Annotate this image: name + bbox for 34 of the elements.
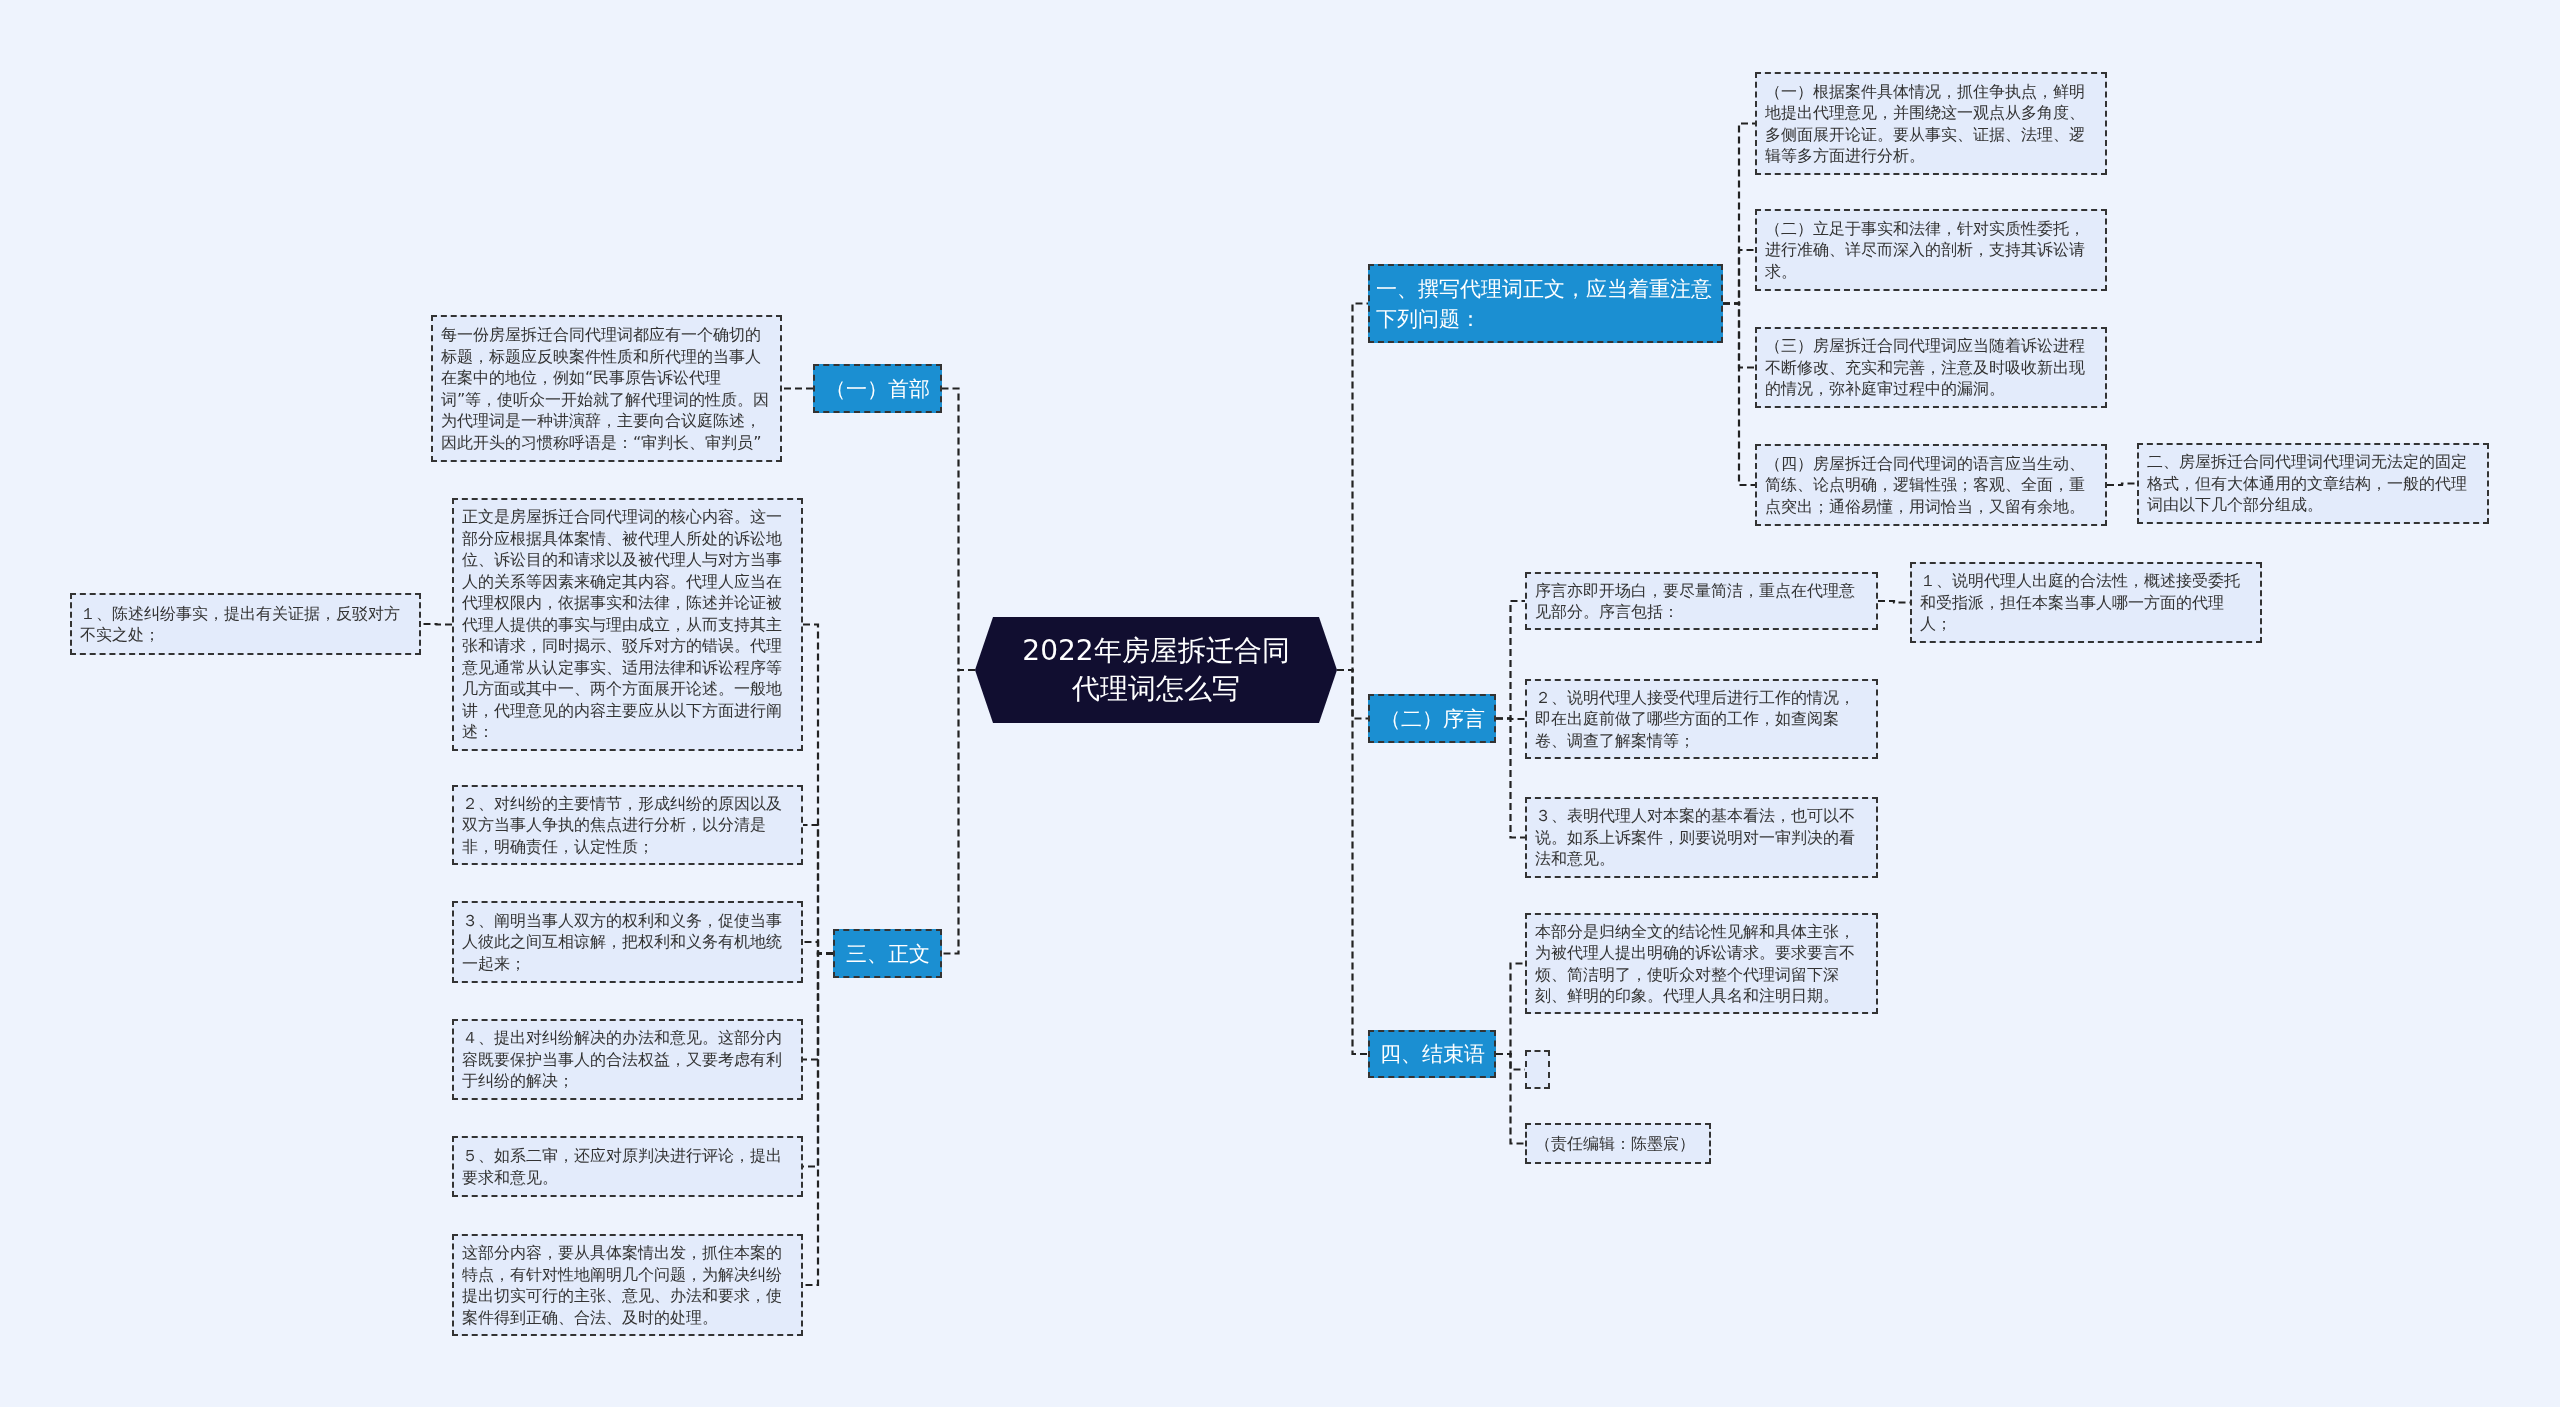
text-box: 这部分内容，要从具体案情出发，抓住本案的特点，有针对性地阐明几个问题，为解决纠纷提出切实可行的主张、意见、办法和要求，使案件得到正确、合法、及时的处理。 [452, 1234, 803, 1336]
text-box: 序言亦即开场白，要尽量简洁，重点在代理意见部分。序言包括： [1525, 572, 1878, 630]
text-box: （四）房屋拆迁合同代理词的语言应当生动、简练、论点明确，逻辑性强；客观、全面，重点突出；通俗易懂，用词恰当，又留有余地。 [1755, 444, 2107, 526]
text-box: ３、表明代理人对本案的基本看法，也可以不说。如系上诉案件，则要说明对一审判决的看法和意见。 [1525, 797, 1878, 878]
text-box: ３、阐明当事人双方的权利和义务，促使当事人彼此之间互相谅解，把权利和义务有机地统一起来； [452, 901, 803, 983]
text-box: ４、提出对纠纷解决的办法和意见。这部分内容既要保护当事人的合法权益，又要考虑有利于纠纷的解决； [452, 1019, 803, 1100]
text-box: 本部分是归纳全文的结论性见解和具体主张，为被代理人提出明确的诉讼请求。要求要言不烦、简洁明了，使听众对整个代理词留下深刻、鲜明的印象。代理人具名和注明日期。 [1525, 913, 1878, 1014]
branch-box: 三、正文 [833, 929, 942, 978]
text-box: ２、对纠纷的主要情节，形成纠纷的原因以及双方当事人争执的焦点进行分析，以分清是非，明确责任，认定性质； [452, 785, 803, 865]
text-box: （二）立足于事实和法律，针对实质性委托，进行准确、详尽而深入的剖析，支持其诉讼请求。 [1755, 209, 2107, 291]
text-box: ５、如系二审，还应对原判决进行评论，提出要求和意见。 [452, 1136, 803, 1197]
branch-box: （二）序言 [1368, 694, 1496, 743]
connector-line [1723, 302, 1755, 487]
connector-line [1337, 668, 1368, 1056]
text-box: １、说明代理人出庭的合法性，概述接受委托和受指派，担任本案当事人哪一方面的代理人； [1910, 562, 2262, 643]
text-box: 每一份房屋拆迁合同代理词都应有一个确切的标题，标题应反映案件性质和所代理的当事人在案中的地位，例如“民事原告诉讼代理词”等，使听众一开始就了解代理词的性质。因为代理词是一种讲演辞，主要向合议庭陈述，因此开头的习惯称呼语是：“审判长、审判员” [431, 315, 782, 462]
text-box: （责任编辑：陈墨宸） [1525, 1123, 1711, 1164]
connector-line [782, 387, 813, 390]
connector-line [1496, 717, 1525, 839]
connector-line [421, 622, 452, 626]
branch-box: 一、撰写代理词正文，应当着重注意下列问题： [1368, 264, 1723, 343]
text-box: 正文是房屋拆迁合同代理词的核心内容。这一部分应根据具体案情、被代理人所处的诉讼地位、诉讼目的和请求以及被代理人与对方当事人的关系等因素来确定其内容。代理人应当在代理权限内，依据事实和法律，陈述并论证被代理人提供的事实与理由成立，从而支持其主张和请求，同时揭示、驳斥对方的错误。代理意见通常从认定事实、适用法律和诉讼程序等几方面或其中一、两个方面展开论述。一般地讲，代理意见的内容主要应从以下方面进行阐述： [452, 498, 803, 751]
connector-line [803, 952, 833, 1287]
text-box: （一）根据案件具体情况，抓住争执点，鲜明地提出代理意见，并围绕这一观点从多角度、多侧面展开论证。要从事实、证据、法理、逻辑等多方面进行分析。 [1755, 72, 2107, 175]
branch-box: （一）首部 [813, 364, 942, 413]
branch-box: 四、结束语 [1368, 1030, 1496, 1078]
text-box: 二、房屋拆迁合同代理词代理词无法定的固定格式，但有大体通用的文章结构，一般的代理词由以下几个部分组成。 [2137, 443, 2489, 524]
text-box: （三）房屋拆迁合同代理词应当随着诉讼进程不断修改、充实和完善，注意及时吸收新出现的情况，弥补庭审过程中的漏洞。 [1755, 327, 2107, 408]
connector-line [2107, 482, 2137, 487]
connector-line [942, 668, 975, 955]
text-box: ２、说明代理人接受代理后进行工作的情况，即在出庭前做了哪些方面的工作，如查阅案卷、调查了解案情等； [1525, 679, 1878, 759]
empty-box [1525, 1050, 1550, 1089]
connector-line [1496, 1052, 1525, 1145]
text-box: １、陈述纠纷事实，提出有关证据，反驳对方不实之处； [70, 593, 421, 655]
